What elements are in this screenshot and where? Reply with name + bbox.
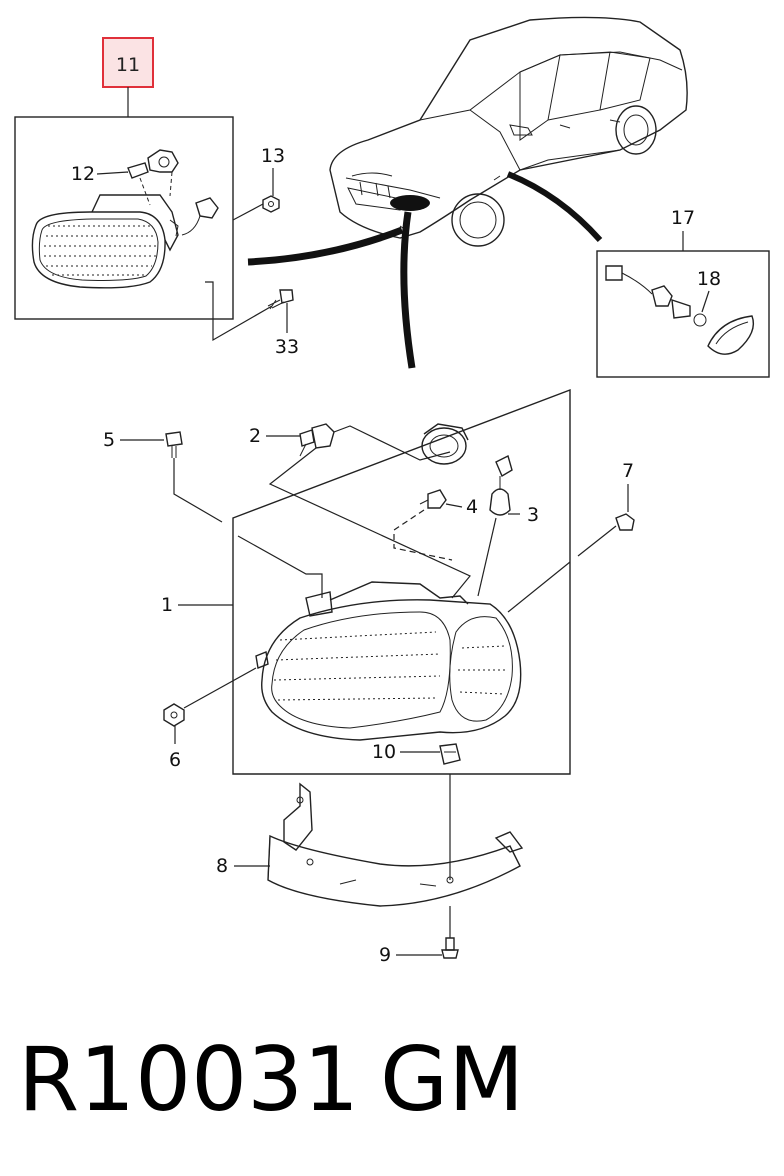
callout-18-label: 18 bbox=[697, 268, 721, 290]
brand-caption: GM bbox=[380, 1028, 524, 1131]
headlamp-assembly-box bbox=[232, 388, 571, 775]
fog-lamp bbox=[31, 194, 179, 289]
fog-bulb bbox=[127, 149, 179, 206]
side-repeater-box bbox=[596, 250, 770, 378]
side-repeater bbox=[605, 265, 755, 355]
bulb-cover bbox=[421, 423, 469, 465]
callout-13-label: 13 bbox=[261, 145, 285, 167]
callout-6-label: 6 bbox=[169, 749, 181, 771]
nut-6 bbox=[163, 703, 185, 727]
position-bulb bbox=[489, 454, 513, 516]
nut-7 bbox=[615, 513, 635, 531]
screw-33 bbox=[267, 289, 294, 310]
headlamp bbox=[255, 581, 522, 741]
car-arrow-side bbox=[506, 171, 603, 242]
callout-33-label: 33 bbox=[275, 336, 299, 358]
screw-9 bbox=[441, 937, 459, 959]
car-arrow-headlamp bbox=[400, 211, 416, 369]
callout-2-label: 2 bbox=[249, 425, 261, 447]
car-arrow-fog bbox=[247, 226, 404, 266]
callout-11-highlight[interactable]: 11 bbox=[102, 37, 154, 117]
fog-lamp-connector bbox=[181, 197, 219, 236]
headlamp-bulb bbox=[299, 423, 335, 457]
part-number-caption: R10031 bbox=[18, 1028, 359, 1131]
fog-lamp-assembly-box bbox=[14, 116, 234, 320]
callout-11-label: 11 bbox=[116, 54, 140, 76]
callout-9-label: 9 bbox=[379, 944, 391, 966]
bolt-5 bbox=[165, 431, 183, 458]
callout-5-label: 5 bbox=[103, 429, 115, 451]
car-illustration bbox=[329, 16, 688, 247]
callout-8-label: 8 bbox=[216, 855, 228, 877]
callout-10-label: 10 bbox=[372, 741, 396, 763]
bulb-socket bbox=[419, 489, 447, 509]
callout-17-label: 17 bbox=[671, 207, 695, 229]
clip-10 bbox=[439, 743, 461, 765]
callout-12-label: 12 bbox=[71, 163, 95, 185]
mounting-bracket bbox=[267, 782, 524, 907]
callout-7-label: 7 bbox=[622, 460, 634, 482]
nut-13 bbox=[262, 195, 280, 213]
callout-4-label: 4 bbox=[466, 496, 478, 518]
callout-3-label: 3 bbox=[527, 504, 539, 526]
callout-1-label: 1 bbox=[161, 594, 173, 616]
